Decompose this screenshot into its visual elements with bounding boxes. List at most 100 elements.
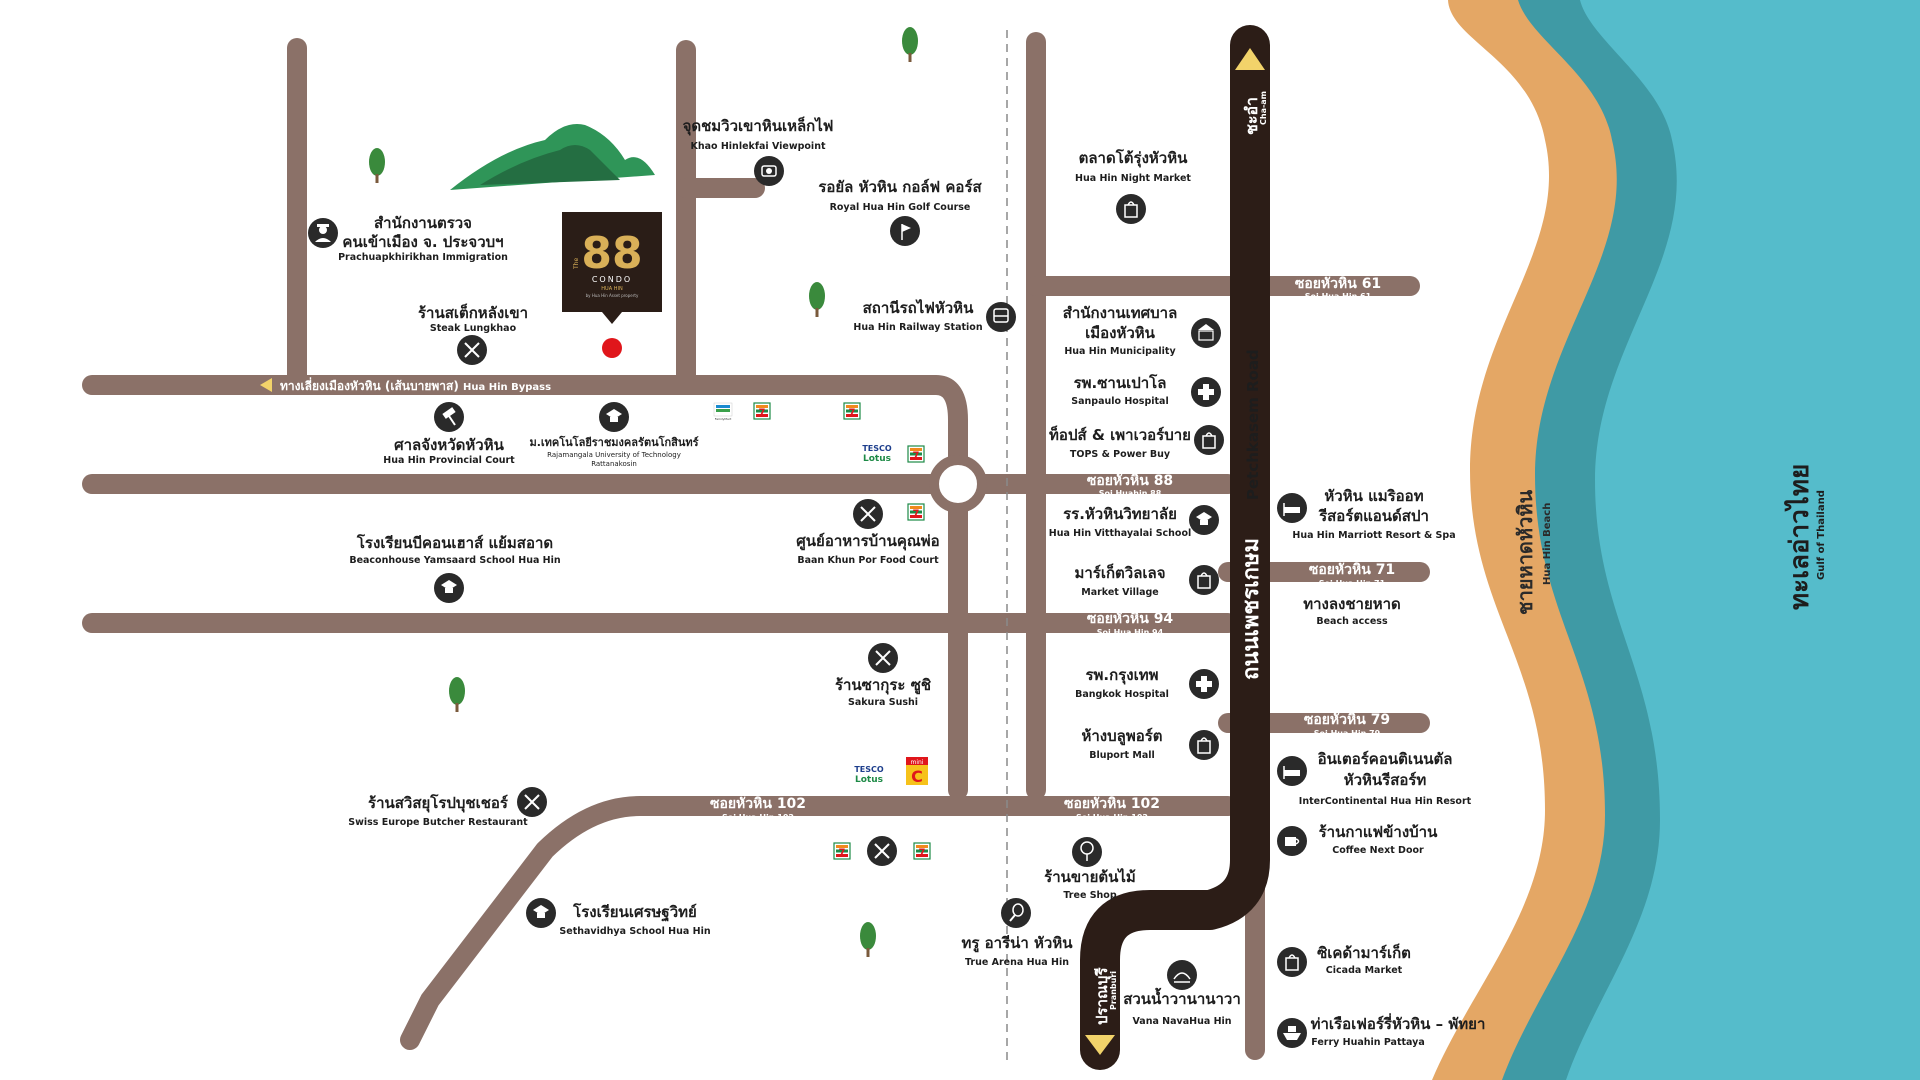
svg-text:Market Village: Market Village <box>1081 587 1159 598</box>
svg-text:รอยัล หัวหิน กอล์ฟ คอร์ส: รอยัล หัวหิน กอล์ฟ คอร์ส <box>818 178 982 196</box>
poi-tree-shop[interactable]: ร้านขายต้นไม้ Tree Shop <box>1044 867 1136 901</box>
poi-royal-hua-hin-golf-course[interactable]: รอยัล หัวหิน กอล์ฟ คอร์ส Royal Hua Hin G… <box>818 178 982 213</box>
restaurant-icon[interactable] <box>457 335 487 365</box>
hotel-bed-icon[interactable] <box>1277 493 1307 523</box>
shopping-bag-icon[interactable] <box>1189 730 1219 760</box>
soi61-label: ซอยหัวหิน 61 <box>1295 276 1381 292</box>
hotel-bed-icon[interactable] <box>1277 756 1307 786</box>
svg-text:Lotus: Lotus <box>863 454 891 464</box>
soi79-label: ซอยหัวหิน 79 <box>1304 712 1390 728</box>
poi-coffee-next-door[interactable]: ร้านกาแฟข้างบ้าน Coffee Next Door <box>1319 823 1438 856</box>
poi-steak-lungkhao[interactable]: ร้านสเต็กหลังเขา Steak Lungkhao <box>418 303 528 334</box>
svg-text:Tree Shop: Tree Shop <box>1063 890 1116 901</box>
restaurant-icon[interactable] <box>853 499 883 529</box>
pranburi-en: Pranburi <box>1109 971 1118 1010</box>
petchkasem-road[interactable] <box>1080 25 1270 1070</box>
hospital-cross-icon[interactable] <box>1191 377 1221 407</box>
poi-swiss-europe-butcher[interactable]: ร้านสวิสยุโรปบุชเชอร์ Swiss Europe Butch… <box>348 793 528 828</box>
poi-sanpaulo-hospital[interactable]: รพ.ซานเปาโล Sanpaulo Hospital <box>1071 373 1168 407</box>
svg-text:TOPS & Power Buy: TOPS & Power Buy <box>1070 449 1171 460</box>
svg-text:ทางลงชายหาด: ทางลงชายหาด <box>1303 595 1401 613</box>
shopping-bag-icon[interactable] <box>1189 565 1219 595</box>
svg-text:ตลาดโต้รุ่งหัวหิน: ตลาดโต้รุ่งหัวหิน <box>1079 148 1188 168</box>
restaurant-icon[interactable] <box>867 836 897 866</box>
officer-icon[interactable] <box>308 218 338 248</box>
svg-text:อินเตอร์คอนติเนนตัล: อินเตอร์คอนติเนนตัล <box>1318 750 1453 768</box>
familymart-logo: FamilyMart <box>713 402 733 421</box>
poi-intercontinental[interactable]: อินเตอร์คอนติเนนตัล หัวหินรีสอร์ท InterC… <box>1299 750 1472 807</box>
svg-text:Swiss Europe Butcher Restauran: Swiss Europe Butcher Restaurant <box>348 817 528 828</box>
svg-text:88: 88 <box>581 228 642 279</box>
shopping-bag-icon[interactable] <box>1116 194 1146 224</box>
poi-beaconhouse-school[interactable]: โรงเรียนบีคอนเฮาส์ แย้มสอาด Beaconhouse … <box>349 533 561 566</box>
svg-text:Hua Hin Marriott Resort & Spa: Hua Hin Marriott Resort & Spa <box>1292 530 1455 541</box>
soi88-label: ซอยหัวหิน 88 <box>1087 473 1173 489</box>
ferry-icon[interactable] <box>1277 1018 1307 1048</box>
svg-text:ท็อปส์ & เพาเวอร์บาย: ท็อปส์ & เพาเวอร์บาย <box>1049 425 1191 444</box>
poi-khao-hinlekfai-viewpoint[interactable]: จุดชมวิวเขาหินเหล็กไฟ Khao Hinlekfai Vie… <box>683 116 834 152</box>
svg-text:สำนักงานตรวจ: สำนักงานตรวจ <box>374 214 472 232</box>
svg-text:สวนน้ำวานานาวา: สวนน้ำวานานาวา <box>1123 987 1241 1008</box>
golf-flag-icon[interactable] <box>890 216 920 246</box>
poi-hua-hin-railway-station[interactable]: สถานีรถไฟหัวหิน Hua Hin Railway Station <box>853 298 982 333</box>
poi-hua-hin-provincial-court[interactable]: ศาลจังหวัดหัวหิน Hua Hin Provincial Cour… <box>383 436 515 466</box>
svg-text:ศูนย์อาหารบ้านคุณพ่อ: ศูนย์อาหารบ้านคุณพ่อ <box>796 532 939 551</box>
poi-market-village[interactable]: มาร์เก็ตวิลเลจ Market Village <box>1074 563 1165 598</box>
poi-sethavidhya-school[interactable]: โรงเรียนเศรษฐวิทย์ Sethavidhya School Hu… <box>559 902 710 937</box>
poi-vana-nava[interactable]: สวนน้ำวานานาวา Vana NavaHua Hin <box>1123 987 1241 1027</box>
gavel-icon[interactable] <box>434 402 464 432</box>
shopping-bag-icon[interactable] <box>1277 947 1307 977</box>
tree-icon[interactable] <box>1072 837 1102 867</box>
mountain-icon <box>450 124 655 190</box>
svg-text:Bangkok Hospital: Bangkok Hospital <box>1075 689 1169 700</box>
svg-text:HUA HIN: HUA HIN <box>601 286 623 292</box>
graduation-cap-icon[interactable] <box>434 573 464 603</box>
restaurant-icon[interactable] <box>868 643 898 673</box>
graduation-cap-icon[interactable] <box>526 898 556 928</box>
svg-text:ท่าเรือเฟอร์รี่หัวหิน – พัทยา: ท่าเรือเฟอร์รี่หัวหิน – พัทยา <box>1311 1013 1486 1033</box>
graduation-cap-icon[interactable] <box>599 402 629 432</box>
roundabout <box>929 455 987 513</box>
soi102-left-en: Soi Hua Hin 102 <box>722 813 794 822</box>
poi-immigration-office[interactable]: สำนักงานตรวจ คนเข้าเมือง จ. ประจวบฯ Prac… <box>338 214 508 263</box>
poi-hua-hin-vitthayalai-school[interactable]: รร.หัวหินวิทยาลัย Hua Hin Vitthayalai Sc… <box>1049 505 1192 539</box>
train-icon[interactable] <box>986 302 1016 332</box>
svg-text:Ferry Huahin Pattaya: Ferry Huahin Pattaya <box>1311 1037 1425 1048</box>
poi-baan-khun-por[interactable]: ศูนย์อาหารบ้านคุณพ่อ Baan Khun Por Food … <box>796 532 939 566</box>
svg-text:ร้านขายต้นไม้: ร้านขายต้นไม้ <box>1044 867 1136 886</box>
poi-bangkok-hospital[interactable]: รพ.กรุงเทพ Bangkok Hospital <box>1075 666 1169 700</box>
svg-text:Rajamangala University of Tech: Rajamangala University of Technology <box>547 451 681 459</box>
poi-bluport-mall[interactable]: ห้างบลูพอร์ต Bluport Mall <box>1081 727 1162 761</box>
poi-hua-hin-marriott[interactable]: หัวหิน แมริออท รีสอร์ตแอนด์สปา Hua Hin M… <box>1292 487 1455 541</box>
poi-hua-hin-municipality[interactable]: สำนักงานเทศบาล เมืองหัวหิน Hua Hin Munic… <box>1063 304 1178 357</box>
svg-text:Steak Lungkhao: Steak Lungkhao <box>430 323 517 334</box>
svg-text:Bluport Mall: Bluport Mall <box>1089 750 1155 761</box>
the-88-condo-logo[interactable]: 88 The CONDO HUA HIN by Hua Hin Asset pr… <box>562 212 662 324</box>
tree-icon <box>449 677 465 712</box>
soi102-left-label: ซอยหัวหิน 102 <box>710 796 806 812</box>
svg-text:สำนักงานเทศบาล: สำนักงานเทศบาล <box>1063 304 1178 322</box>
svg-text:เมืองหัวหิน: เมืองหัวหิน <box>1085 324 1156 342</box>
svg-text:สถานีรถไฟหัวหิน: สถานีรถไฟหัวหิน <box>863 298 974 317</box>
svg-text:หัวหิน แมริออท: หัวหิน แมริออท <box>1324 487 1423 505</box>
tennis-racket-icon[interactable] <box>1001 898 1031 928</box>
poi-ferry-huahin-pattaya[interactable]: ท่าเรือเฟอร์รี่หัวหิน – พัทยา Ferry Huah… <box>1311 1013 1486 1048</box>
poi-true-arena[interactable]: ทรู อารีน่า หัวหิน True Arena Hua Hin <box>961 934 1073 968</box>
tree-icon <box>809 282 825 317</box>
coffee-cup-icon[interactable] <box>1277 826 1307 856</box>
location-marker[interactable] <box>602 338 622 358</box>
poi-sakura-sushi[interactable]: ร้านซากุระ ซูชิ Sakura Sushi <box>835 676 931 708</box>
petchkasem-road-label: Petchkasem Road <box>1244 349 1262 500</box>
government-building-icon[interactable] <box>1191 318 1221 348</box>
poi-tops-power-buy[interactable]: ท็อปส์ & เพาเวอร์บาย TOPS & Power Buy <box>1049 425 1191 460</box>
shopping-bag-icon[interactable] <box>1194 425 1224 455</box>
poi-beach-access[interactable]: ทางลงชายหาด Beach access <box>1303 595 1401 627</box>
poi-rajamangala-university[interactable]: ม.เทคโนโลยีราชมงคลรัตนโกสินทร์ Rajamanga… <box>529 435 698 468</box>
restaurant-icon[interactable] <box>517 787 547 817</box>
poi-cicada-market[interactable]: ซิเคด้ามาร์เก็ต Cicada Market <box>1317 943 1411 976</box>
poi-hua-hin-night-market[interactable]: ตลาดโต้รุ่งหัวหิน Hua Hin Night Market <box>1075 148 1191 184</box>
graduation-cap-icon[interactable] <box>1189 505 1219 535</box>
waterpark-icon[interactable] <box>1167 960 1197 990</box>
hospital-cross-icon[interactable] <box>1189 669 1219 699</box>
camera-icon[interactable] <box>754 156 784 186</box>
